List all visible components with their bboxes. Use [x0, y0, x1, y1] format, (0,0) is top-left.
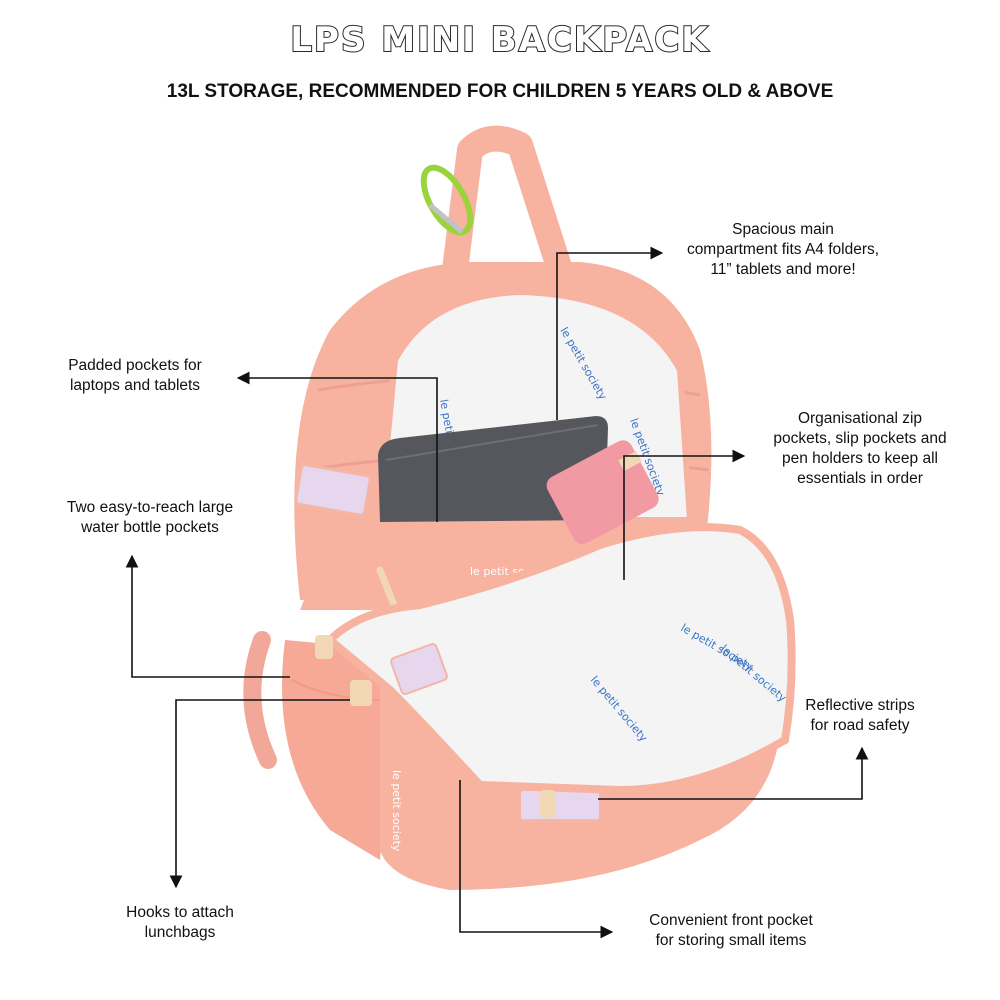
callout-line: 11” tablets and more!	[710, 261, 856, 278]
callout-line: lunchbags	[144, 924, 216, 941]
callout-line: Reflective strips	[805, 697, 915, 714]
callout-main-compartment: Spacious main compartment fits A4 folder…	[668, 220, 898, 280]
callout-line: laptops and tablets	[69, 377, 201, 394]
callout-organisational: Organisational zip pockets, slip pockets…	[745, 409, 975, 489]
callout-line: for storing small items	[655, 932, 807, 949]
callout-line: pockets, slip pockets and	[773, 430, 947, 447]
callout-arrow-front-pocket	[459, 780, 614, 939]
callout-arrow-reflective	[598, 746, 869, 800]
callout-line: Hooks to attach	[126, 904, 234, 921]
callout-line: for road safety	[810, 717, 910, 734]
callout-line: pen holders to keep all	[782, 450, 938, 467]
carabiner-icon	[420, 164, 474, 236]
top-handle	[442, 125, 573, 274]
callout-line: Two easy-to-reach large	[66, 499, 234, 516]
callout-reflective: Reflective strips for road safety	[780, 696, 940, 736]
page-title: LPS MINI BACKPACK	[289, 19, 710, 61]
callout-arrow-hooks	[169, 699, 350, 889]
callout-bottle-pockets: Two easy-to-reach large water bottle poc…	[30, 498, 270, 538]
tablet-device	[378, 416, 608, 522]
callout-arrow-main-compartment	[556, 246, 664, 420]
zipper-pull	[315, 635, 556, 818]
strap-print-text: le petit society	[390, 770, 403, 852]
callout-line: Organisational zip	[797, 410, 923, 427]
callout-arrow-bottle-pockets	[125, 554, 290, 678]
callout-padded-pockets: Padded pockets for laptops and tablets	[35, 356, 235, 396]
callout-line: water bottle pockets	[81, 519, 219, 536]
callout-line: Spacious main	[732, 221, 834, 238]
callout-front-pocket: Convenient front pocket for storing smal…	[616, 911, 846, 951]
callout-line: compartment fits A4 folders,	[686, 241, 880, 258]
callout-arrow-padded-pockets	[236, 371, 438, 522]
page-subtitle: 13L STORAGE, RECOMMENDED FOR CHILDREN 5 …	[166, 81, 834, 102]
front-flap-lining: le petit society le petit society le pet…	[324, 523, 796, 795]
callout-line: essentials in order	[797, 470, 923, 487]
callout-arrow-organisational	[623, 449, 746, 580]
callout-hooks: Hooks to attach lunchbags	[90, 903, 270, 943]
callout-line: Convenient front pocket	[649, 912, 813, 929]
callout-line: Padded pockets for	[68, 357, 202, 374]
